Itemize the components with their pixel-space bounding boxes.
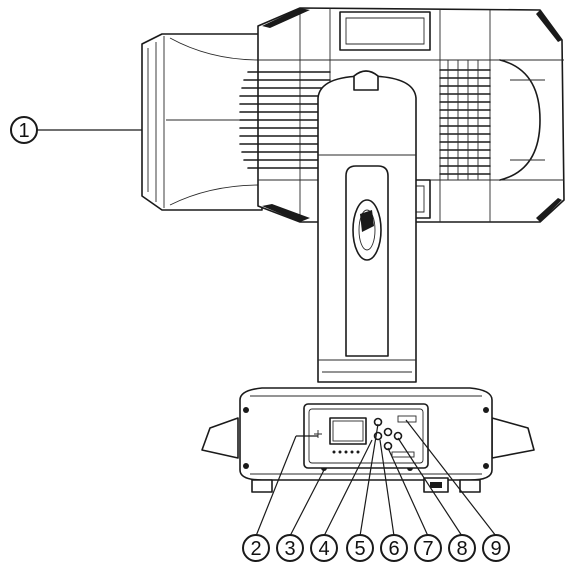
lamp-button (393, 431, 403, 441)
tilt-lock-knob (352, 199, 382, 261)
callout-8: 8 (448, 534, 476, 562)
base-handle-right (491, 417, 535, 459)
callout-1: 1 (10, 116, 142, 144)
display-indicator-dots (332, 450, 360, 454)
fixture-base (201, 387, 535, 493)
callout-9: 9 (482, 534, 510, 562)
svg-text:8: 8 (456, 538, 467, 560)
control-panel (303, 403, 429, 469)
callout-4: 4 (310, 534, 338, 562)
svg-text:7: 7 (422, 538, 433, 560)
svg-text:5: 5 (354, 538, 365, 560)
callout-leaders (255, 419, 497, 537)
svg-text:2: 2 (250, 538, 261, 560)
svg-text:9: 9 (490, 538, 501, 560)
down-button (383, 427, 393, 437)
svg-text:4: 4 (318, 538, 329, 560)
callout-6: 6 (380, 534, 408, 562)
yoke-arm (317, 70, 417, 383)
base-handle-left (201, 417, 239, 459)
callout-3: 3 (276, 534, 304, 562)
lcd-display (329, 417, 367, 445)
callout-5: 5 (346, 534, 374, 562)
callout-2: 2 (242, 534, 270, 562)
callout-7: 7 (414, 534, 442, 562)
cooling-fins-left (239, 71, 331, 169)
svg-text:1: 1 (18, 120, 29, 142)
svg-text:3: 3 (284, 538, 295, 560)
cooling-fins-right (439, 60, 491, 180)
lens-housing (141, 33, 263, 211)
yoke-window (345, 165, 389, 357)
enter-button (383, 441, 393, 451)
svg-text:6: 6 (388, 538, 399, 560)
